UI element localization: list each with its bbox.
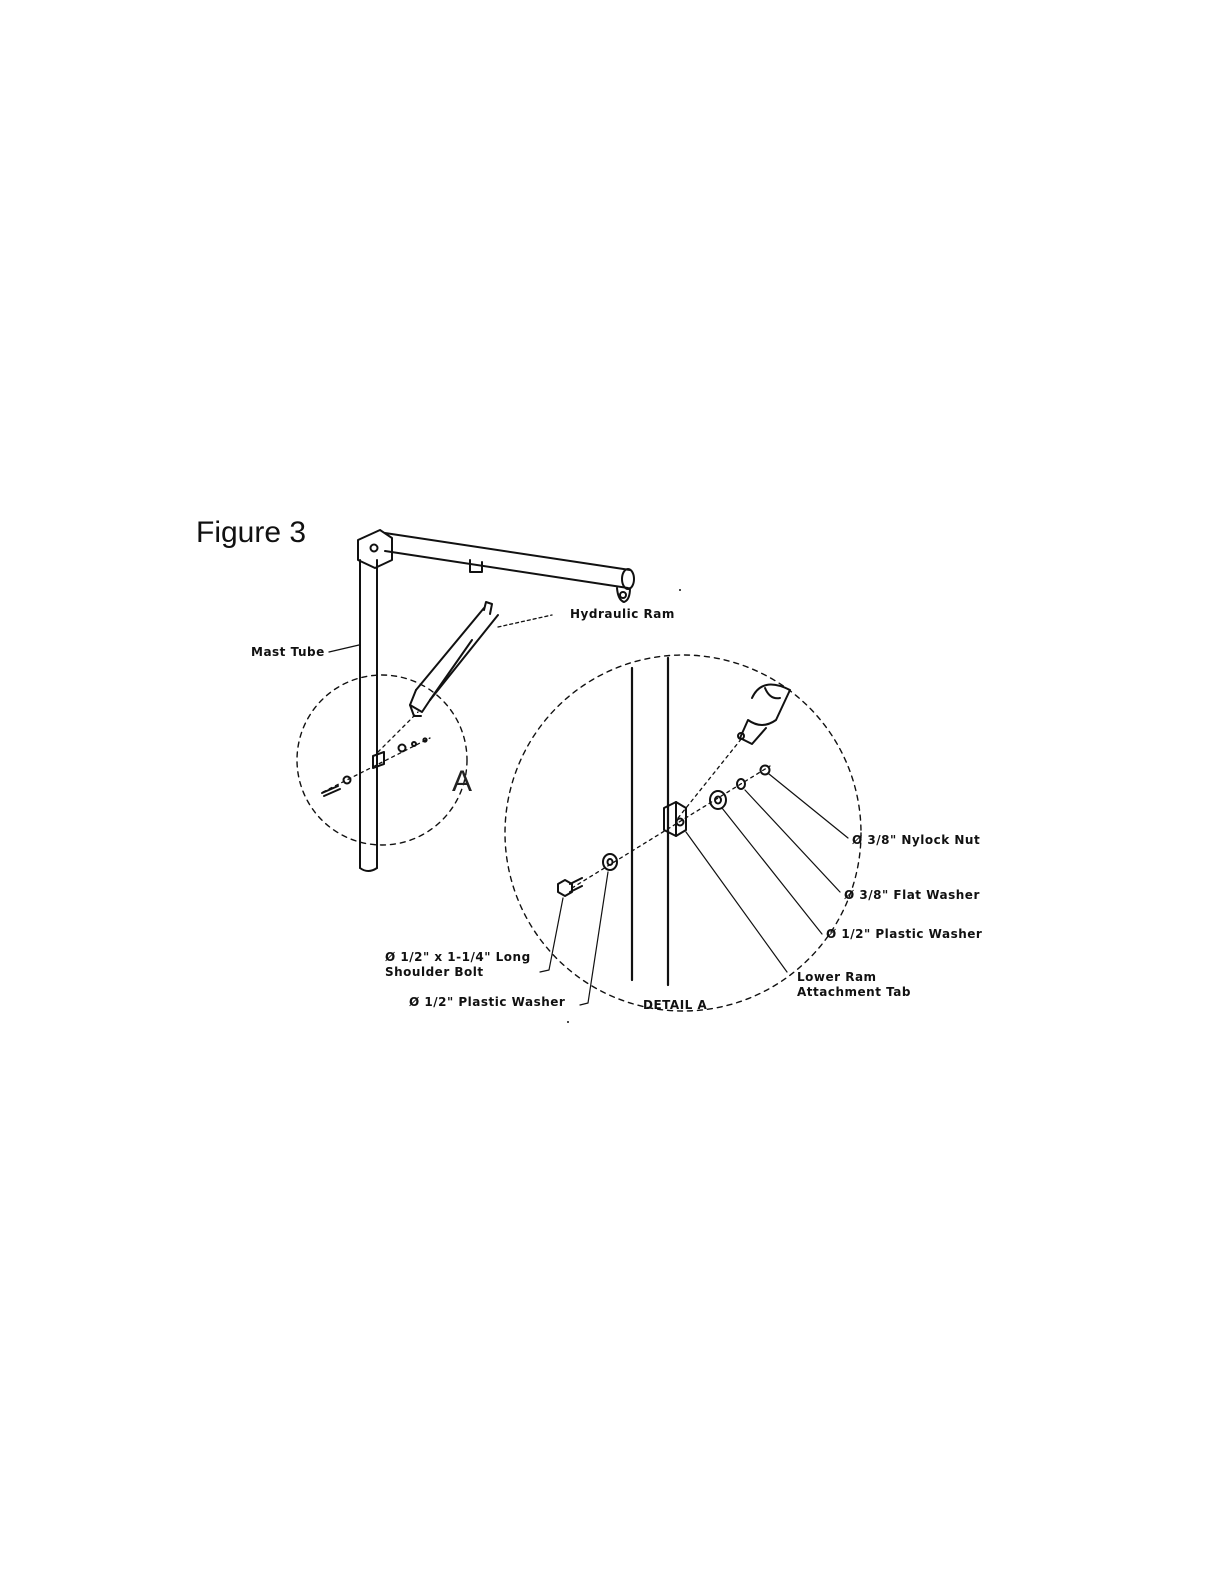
mast-tube-shape (360, 560, 377, 868)
label-plastic-washer-right: Ø 1/2" Plastic Washer (826, 927, 982, 941)
label-mast-tube: Mast Tube (251, 645, 325, 659)
detail-a-enlarged-circle (505, 655, 861, 1011)
label-shoulder-bolt-line1: Ø 1/2" x 1-1/4" Long (385, 950, 531, 964)
plastic-washer-right (710, 791, 726, 809)
boom-end (622, 569, 634, 589)
mast-tube-end (360, 868, 377, 871)
label-plastic-washer-left: Ø 1/2" Plastic Washer (409, 995, 565, 1009)
label-detail-a: DETAIL A (643, 998, 707, 1012)
mast-assembly (322, 530, 634, 871)
label-shoulder-bolt-line2: Shoulder Bolt (385, 965, 484, 979)
detail-a-view (505, 655, 861, 1011)
label-lower-ram-tab-line1: Lower Ram (797, 970, 877, 984)
hydraulic-ram-shape (410, 602, 498, 716)
label-hydraulic-ram: Hydraulic Ram (570, 607, 675, 621)
top-bracket (358, 530, 392, 568)
shoulder-bolt (558, 880, 572, 896)
ram-clevis (740, 685, 790, 744)
boom-arm (385, 533, 630, 588)
label-flat-washer: Ø 3/8" Flat Washer (844, 888, 980, 902)
label-lower-ram-tab-line2: Attachment Tab (797, 985, 911, 999)
figure-title: Figure 3 (196, 516, 306, 550)
detail-callout-letter: A (452, 765, 472, 799)
detail-a-circle (297, 675, 467, 845)
label-nylock-nut: Ø 3/8" Nylock Nut (852, 833, 980, 847)
